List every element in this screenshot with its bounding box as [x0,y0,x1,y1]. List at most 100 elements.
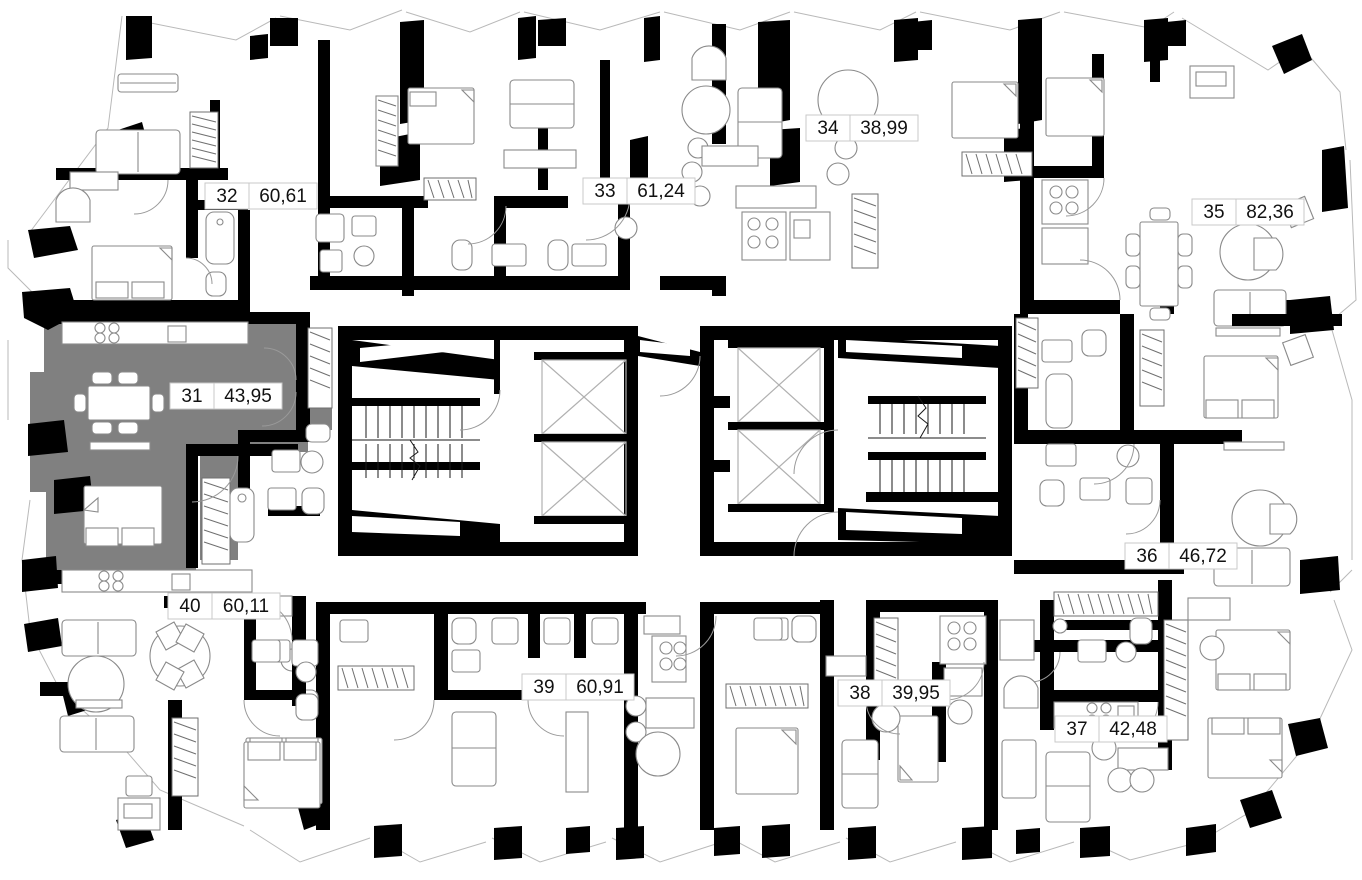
unit-area: 82,36 [1246,202,1294,223]
unit-label-box [204,182,318,210]
furniture-sofa [95,129,181,175]
unit-area: 38,99 [860,118,908,139]
wardrobe-hatch-36 [1015,317,1039,389]
unit-area: 60,11 [223,596,269,617]
furniture-bed-35a [951,81,1019,139]
bathroom-fixtures-33 [315,213,638,273]
wardrobe-hatch-31b [307,327,333,409]
unit-area: 60,91 [576,677,624,698]
furniture-bed-33 [407,87,475,145]
unit-label-40[interactable]: 40 60,11 [167,592,281,620]
wardrobe-hatch-38 [873,617,899,691]
furniture-dining-35 [1125,207,1193,321]
unit-area: 39,95 [892,683,940,704]
furniture-sofa-40b [59,715,135,753]
unit-number: 31 [181,386,202,407]
furniture-desk-37 [1187,597,1231,661]
unit-label-box [1124,542,1238,570]
bathroom-31 [229,423,331,543]
unit-35-area [951,30,1324,337]
furniture-counter-34 [735,185,817,209]
wardrobe-hatch-40 [171,717,199,797]
furniture-bed-39b [735,727,799,795]
kitchen-35 [1041,179,1089,265]
core-door-1 [659,355,701,397]
elevator-shafts-left [534,352,630,524]
unit-label-box [167,592,281,620]
kitchen-counter-31 [61,321,249,345]
wardrobe-hatch-34 [851,193,879,269]
furniture-bed-36 [1203,355,1279,419]
furniture-bath-32 [205,211,235,265]
furniture-bed-38 [897,715,939,783]
unit-number: 34 [817,118,839,139]
kitchen-counter-31b [61,569,253,593]
furniture-dining-31 [73,371,165,435]
wardrobe-hatch-36b [1139,329,1165,407]
furniture-desk-40 [117,775,161,831]
unit-33-34-area [310,24,879,296]
furniture-bed-35b [1045,77,1105,137]
unit-label-37[interactable]: 37 42,48 [1054,715,1168,743]
unit-label-31[interactable]: 31 43,95 [169,382,283,410]
unit-label-box [1054,715,1168,743]
furniture-bed-37b [1207,717,1283,779]
furniture-bed-40 [243,741,321,809]
unit-area: 42,48 [1109,719,1157,740]
furniture-table-39 [625,695,695,777]
unit-38-area [759,600,1039,830]
furniture-armchair-32 [55,187,91,223]
furniture-armchair-35 [1253,237,1284,271]
unit-number: 40 [179,596,200,617]
wardrobe-hatch-32 [189,111,219,169]
unit-number: 32 [216,186,237,207]
furniture-desk-35 [1189,65,1235,99]
wardrobe-hatch-37 [1053,591,1159,617]
wardrobe-hatch-31 [201,477,231,565]
furniture-sofa-40a [61,619,137,657]
facade-glazing [7,9,1357,863]
furniture-armchair-33b [691,45,727,81]
unit-area: 43,95 [224,386,272,407]
furniture-round-table-40 [149,621,211,691]
unit-label-box [521,673,635,701]
unit-36-area [1014,314,1342,587]
wardrobe-hatch-39 [337,665,415,691]
furniture-tv-36 [1223,441,1285,451]
furniture-sofa-37 [1045,751,1091,823]
furniture-sofa-39 [451,711,497,787]
unit-label-box [582,177,696,205]
unit-label-box [169,382,283,410]
furniture-table-33 [503,149,577,169]
unit-label-34[interactable]: 34 38,99 [805,114,919,142]
wardrobe-hatch-35 [961,151,1033,177]
wardrobe-hatch-37b [1163,619,1189,741]
core-door-4 [459,389,501,431]
central-core [338,326,1012,557]
unit-label-39[interactable]: 39 60,91 [521,673,635,701]
furniture-sofa-34 [737,87,783,159]
door-swing-31 [191,455,239,503]
unit-label-38[interactable]: 38 39,95 [837,679,951,707]
furniture-sofa-38 [841,739,879,809]
wardrobe-hatch-39b [725,683,809,709]
furniture-radiator [69,171,119,191]
furniture-bed-31 [82,485,163,547]
unit-label-box [837,679,951,707]
unit-number: 33 [594,181,615,202]
elevator-shafts-right [714,340,834,512]
unit-number: 38 [849,683,870,704]
core-door-2 [793,429,839,475]
furniture-wardrobe-39 [565,711,589,793]
unit-number: 39 [533,677,554,698]
kitchen-39 [651,635,687,683]
unit-number: 37 [1066,719,1087,740]
unit-label-box [1191,198,1305,226]
kitchen-34 [741,211,831,261]
